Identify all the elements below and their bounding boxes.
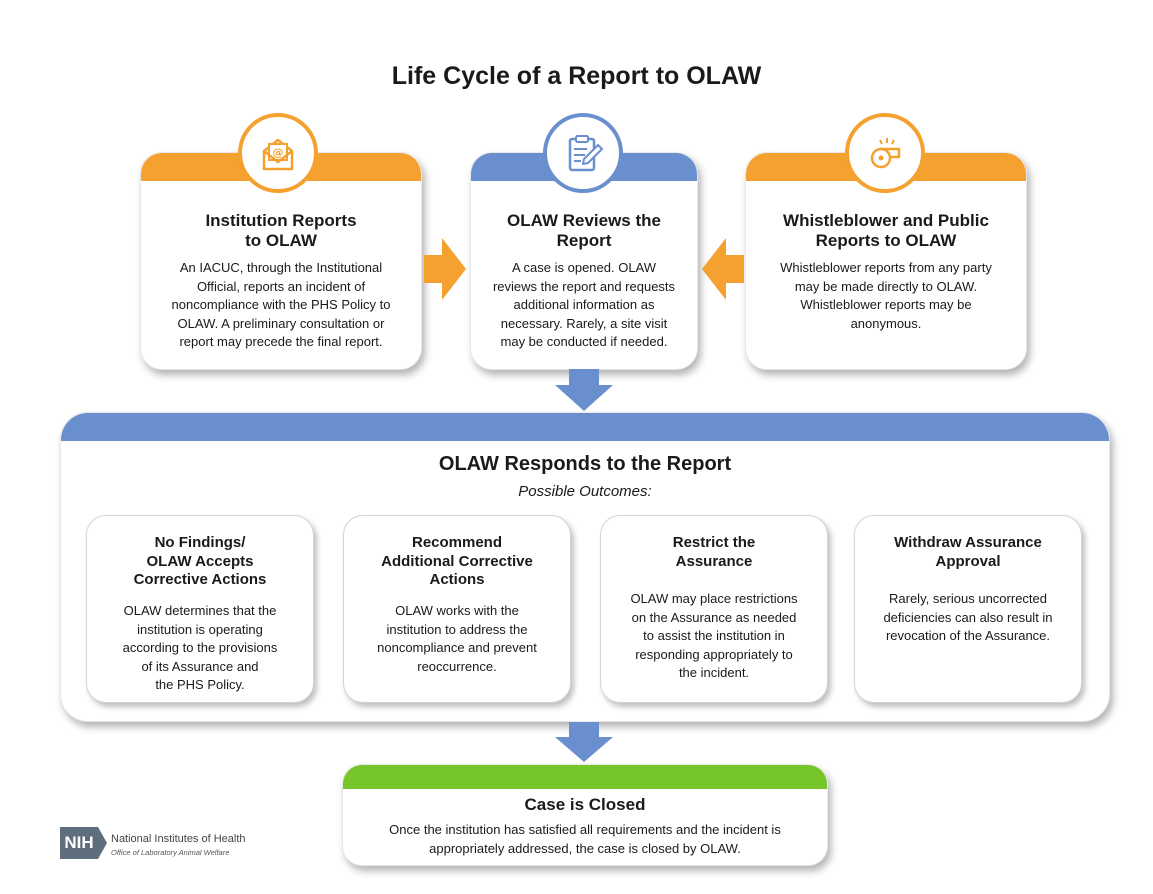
card-body: Once the institution has satisfied all r…	[389, 822, 781, 856]
card-heading: Case is Closed	[524, 795, 646, 814]
outcome-body: OLAW works with the institution to addre…	[377, 603, 537, 674]
down-arrow-icon	[555, 722, 613, 762]
page-title: Life Cycle of a Report to OLAW	[391, 62, 762, 90]
left-arrow-icon	[702, 238, 744, 300]
nih-name: National Institutes of Health	[111, 833, 246, 845]
outcome-heading: No Findings/ OLAW Accepts Corrective Act…	[133, 534, 267, 588]
panel-subheading: Possible Outcomes:	[518, 483, 652, 500]
olaw-responds-panel: OLAW Responds to the Report Possible Out…	[60, 412, 1110, 722]
card-body: Whistleblower reports from any party may…	[780, 260, 992, 331]
outcome-heading: Recommend Additional Corrective Actions	[381, 534, 533, 588]
outcome-restrict-assurance: Restrict the Assurance OLAW may place re…	[600, 515, 828, 703]
envelope-icon: @	[238, 113, 318, 193]
card-heading: Institution Reports to OLAW	[205, 211, 357, 250]
outcome-withdraw-assurance: Withdraw Assurance Approval Rarely, seri…	[854, 515, 1082, 703]
down-arrow-icon	[555, 369, 613, 411]
nih-chevron-icon	[98, 827, 107, 859]
nih-mark: NIH	[60, 827, 98, 859]
outcome-body: Rarely, serious uncorrected deficiencies…	[883, 591, 1053, 643]
card-heading: OLAW Reviews the Report	[507, 211, 661, 250]
outcome-no-findings: No Findings/ OLAW Accepts Corrective Act…	[86, 515, 314, 703]
outcome-heading: Restrict the Assurance	[672, 534, 756, 570]
card-body: A case is opened. OLAW reviews the repor…	[492, 260, 676, 349]
nih-office: Office of Laboratory Animal Welfare	[111, 848, 230, 857]
outcome-body: OLAW determines that the institution is …	[122, 603, 278, 692]
outcome-recommend-actions: Recommend Additional Corrective Actions …	[343, 515, 571, 703]
card-heading: Whistleblower and Public Reports to OLAW	[783, 211, 989, 250]
clipboard-icon	[543, 113, 623, 193]
svg-text:@: @	[273, 146, 284, 159]
card-body: An IACUC, through the Institutional Offi…	[171, 260, 391, 349]
panel-header-band	[61, 413, 1109, 441]
whistle-icon	[845, 113, 925, 193]
card-header-band	[343, 765, 827, 789]
right-arrow-icon	[424, 238, 466, 300]
case-closed-card: Case is Closed Once the institution has …	[342, 764, 828, 866]
panel-heading: OLAW Responds to the Report	[438, 453, 732, 475]
outcome-body: OLAW may place restrictions on the Assur…	[630, 591, 798, 680]
outcome-heading: Withdraw Assurance Approval	[894, 534, 1042, 570]
